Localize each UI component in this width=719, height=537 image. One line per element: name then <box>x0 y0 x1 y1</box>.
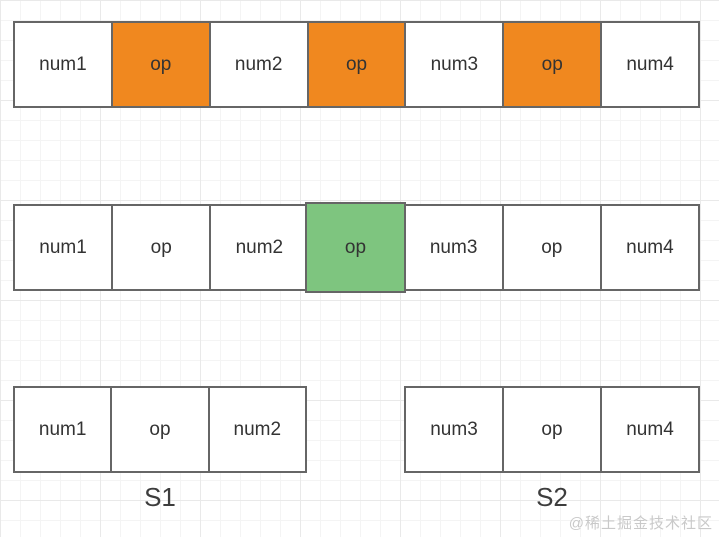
s2-label: S2 <box>536 482 568 512</box>
cell-label: num2 <box>235 236 284 258</box>
cell-label: op <box>150 53 172 75</box>
cell-op: op <box>306 23 405 106</box>
cell-label: num3 <box>430 418 478 440</box>
cell-op: op <box>111 206 210 289</box>
cell-label: op <box>541 418 563 440</box>
cell-num1: num1 <box>15 206 112 289</box>
cell-label: op <box>344 236 367 258</box>
cell-label: num2 <box>233 418 282 440</box>
cell-label: num3 <box>430 53 479 75</box>
cell-op: op <box>502 23 601 106</box>
cell-label: op <box>149 418 171 440</box>
cell-op: op <box>502 388 600 471</box>
s1-label: S1 <box>144 482 176 512</box>
cell-op-highlighted: op <box>305 202 406 293</box>
cell-label: op <box>150 236 172 258</box>
cell-label: num4 <box>626 236 674 258</box>
cell-label: num4 <box>626 418 674 440</box>
cell-label: num4 <box>626 53 674 75</box>
cell-num2: num2 <box>209 206 308 289</box>
cell-num4: num4 <box>600 388 698 471</box>
cell-num4: num4 <box>600 23 699 106</box>
cell-num2: num2 <box>207 388 305 471</box>
cell-num1: num1 <box>15 23 111 106</box>
cell-num2: num2 <box>208 23 307 106</box>
cell-num3: num3 <box>403 206 502 289</box>
cell-label: num2 <box>234 53 283 75</box>
row-split-expression: num1 op num2 op num3 op num4 <box>13 202 700 293</box>
group-s1: num1 op num2 <box>13 386 307 473</box>
cell-label: num1 <box>38 418 87 440</box>
cell-label: num1 <box>39 236 87 258</box>
cell-label: op <box>541 53 563 75</box>
cell-num1: num1 <box>15 388 111 471</box>
cell-label: num3 <box>429 236 478 258</box>
cell-op: op <box>110 23 209 106</box>
cell-num3: num3 <box>406 388 502 471</box>
cell-op: op <box>110 388 208 471</box>
cell-num4: num4 <box>599 206 698 289</box>
cell-label: num1 <box>39 53 87 75</box>
row-full-expression: num1 op num2 op num3 op num4 <box>13 21 700 108</box>
group-s2: num3 op num4 <box>404 386 700 473</box>
cell-label: op <box>345 53 368 75</box>
cell-num3: num3 <box>404 23 503 106</box>
cell-op: op <box>501 206 600 289</box>
cell-label: op <box>541 236 563 258</box>
watermark: @稀土掘金技术社区 <box>568 515 713 532</box>
